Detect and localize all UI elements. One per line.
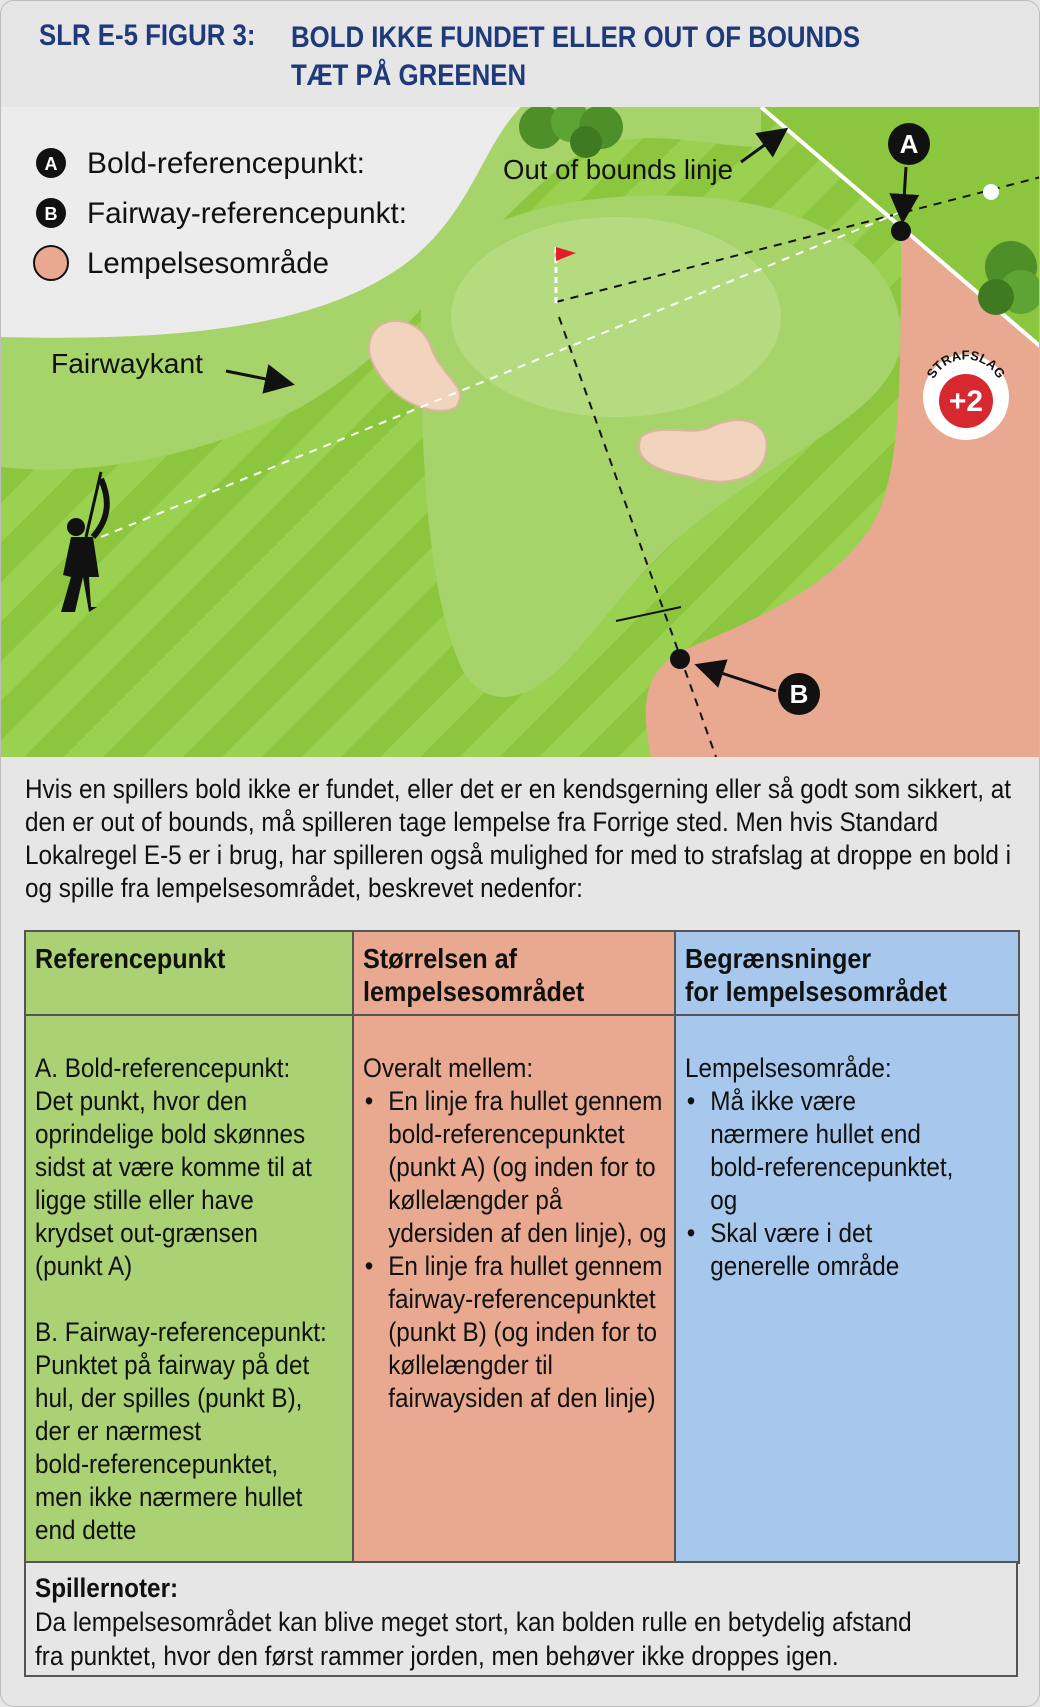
cell-begraensninger: Lempelsesområde: Må ikke være nærmere hu… bbox=[674, 1014, 1020, 1564]
figure-header: SLR E-5 FIGUR 3: BOLD IKKE FUNDET ELLER … bbox=[1, 1, 1039, 107]
col1-b-line: der er nærmest bbox=[35, 1416, 202, 1446]
legend-label-b: Fairway-referencepunkt: bbox=[87, 197, 407, 230]
col2-b1-line: ydersiden af den linje), og bbox=[388, 1218, 667, 1248]
tree-right bbox=[978, 241, 1039, 315]
col2-b2-line: køllelængder til bbox=[388, 1350, 553, 1380]
flag-icon bbox=[556, 247, 576, 261]
penalty-badge: +2 STRAFSLAG bbox=[923, 347, 1009, 440]
point-b-dot bbox=[670, 649, 690, 669]
col2-bullet-1: En linje fra hullet gennem bold-referenc… bbox=[363, 1085, 694, 1250]
oob-label-arrow bbox=[740, 127, 789, 164]
header-begraensninger: Begrænsninger for lempelsesområdet bbox=[674, 930, 1020, 1016]
point-b-marker bbox=[778, 673, 820, 715]
legend-marker-a bbox=[36, 148, 66, 178]
col1-b-line: hul, der spilles (punkt B), bbox=[35, 1383, 303, 1413]
notes-title: Spillernoter: bbox=[35, 1573, 179, 1603]
intro-paragraph: Hvis en spillers bold ikke er fundet, el… bbox=[25, 773, 1015, 905]
col3-b1-line: bold-referencepunktet, bbox=[710, 1152, 954, 1182]
col2-bullet-2: En linje fra hullet gennem fairway-refer… bbox=[363, 1250, 694, 1415]
col1-a-line: krydset out-grænsen bbox=[35, 1218, 258, 1248]
col3-bullet-2: Skal være i det generelle område bbox=[685, 1217, 1039, 1283]
club-length-marks bbox=[615, 606, 682, 622]
point-b-label: B bbox=[790, 679, 809, 709]
course-illustration: A B Out of bounds linje Fairwaykant +2 S… bbox=[1, 107, 1039, 757]
col2-intro: Overalt mellem: bbox=[363, 1053, 534, 1083]
player-notes: Spillernoter: Da lempelsesområdet kan bl… bbox=[24, 1561, 1018, 1677]
col3-b1-line: nærmere hullet end bbox=[710, 1119, 921, 1149]
tree-top bbox=[519, 107, 623, 158]
col2-b2-line: fairway-referencepunktet bbox=[388, 1284, 656, 1314]
legend-marker-b bbox=[36, 198, 66, 228]
header-3-line1: Begrænsninger bbox=[685, 943, 872, 974]
header-stoerrelse: Størrelsen af lempelsesområdet bbox=[352, 930, 676, 1016]
legend: A Bold-referencepunkt: B Fairway-referen… bbox=[33, 147, 407, 281]
legend-label-a: Bold-referencepunkt: bbox=[87, 147, 365, 180]
figure-title-line2: TÆT PÅ GREENEN bbox=[291, 59, 527, 92]
col1-b-line: men ikke nærmere hullet bbox=[35, 1482, 303, 1512]
col3-intro: Lempelsesområde: bbox=[685, 1053, 892, 1083]
notes-line1: Da lempelsesområdet kan blive meget stor… bbox=[35, 1607, 912, 1637]
col1-a-line: sidst at være komme til at bbox=[35, 1152, 312, 1182]
cell-stoerrelse: Overalt mellem: En linje fra hullet genn… bbox=[352, 1014, 676, 1564]
legend-swatch-relief bbox=[33, 245, 69, 281]
rules-table: Referencepunkt Størrelsen af lempelsesom… bbox=[24, 930, 1020, 1564]
col2-b2-line: En linje fra hullet gennem bbox=[388, 1251, 663, 1281]
col2-b1-line: En linje fra hullet gennem bbox=[388, 1086, 663, 1116]
col3-b2-line: generelle område bbox=[710, 1251, 900, 1281]
figure-title: BOLD IKKE FUNDET ELLER OUT OF BOUNDS TÆT… bbox=[291, 19, 876, 95]
col3-b1-line: Må ikke være bbox=[710, 1086, 857, 1116]
table-header-row: Referencepunkt Størrelsen af lempelsesom… bbox=[24, 930, 1020, 1016]
point-b-arrow bbox=[694, 659, 777, 693]
col3-bullet-1: Må ikke være nærmere hullet end bold-ref… bbox=[685, 1085, 1039, 1217]
fairway-edge-arrow bbox=[225, 364, 295, 394]
relief-area bbox=[645, 107, 1039, 757]
col2-b2-line: fairwaysiden af den linje) bbox=[388, 1383, 656, 1413]
fairway-edge-label: Fairwaykant bbox=[51, 348, 203, 379]
header-2-line2: lempelsesområdet bbox=[363, 976, 585, 1007]
ball-icon bbox=[983, 184, 999, 200]
figure-label: SLR E-5 FIGUR 3: bbox=[39, 19, 256, 52]
intro-text: Hvis en spillers bold ikke er fundet, el… bbox=[25, 774, 1012, 903]
figure-title-line1: BOLD IKKE FUNDET ELLER OUT OF BOUNDS bbox=[291, 21, 861, 54]
penalty-value: +2 bbox=[949, 385, 983, 418]
header-3-line2: for lempelsesområdet bbox=[685, 976, 947, 1007]
oob-line-label: Out of bounds linje bbox=[503, 154, 733, 185]
point-a-marker bbox=[888, 123, 930, 165]
col1-a-line: A. Bold-referencepunkt: bbox=[35, 1053, 291, 1083]
col2-b2-line: (punkt B) (og inden for to bbox=[388, 1317, 658, 1347]
col3-b1-line: og bbox=[710, 1185, 738, 1215]
putting-green bbox=[451, 217, 781, 417]
legend-marker-b-text: B bbox=[45, 204, 58, 224]
col1-b-line: bold-referencepunktet, bbox=[35, 1449, 279, 1479]
legend-label-relief: Lempelsesområde bbox=[87, 247, 329, 280]
col2-b1-line: (punkt A) (og inden for to bbox=[388, 1152, 656, 1182]
table-body-row: A. Bold-referencepunkt: Det punkt, hvor … bbox=[24, 1014, 1020, 1564]
out-of-bounds-area bbox=[1, 107, 521, 338]
legend-marker-a-text: A bbox=[45, 154, 58, 174]
bunker-right bbox=[638, 419, 768, 483]
col2-b1-line: bold-referencepunktet bbox=[388, 1119, 625, 1149]
point-a-arrow bbox=[889, 166, 920, 224]
col1-a-line: (punkt A) bbox=[35, 1251, 133, 1281]
cell-referencepunkt: A. Bold-referencepunkt: Det punkt, hvor … bbox=[24, 1014, 354, 1564]
bunker-left bbox=[368, 320, 462, 412]
col1-a-line: Det punkt, hvor den bbox=[35, 1086, 248, 1116]
header-2-line1: Størrelsen af bbox=[363, 943, 518, 974]
col2-b1-line: køllelængder på bbox=[388, 1185, 563, 1215]
col1-b-line: Punktet på fairway på det bbox=[35, 1350, 310, 1380]
golfer-icon bbox=[61, 471, 110, 612]
header-referencepunkt: Referencepunkt bbox=[24, 930, 354, 1016]
col1-a-line: oprindelige bold skønnes bbox=[35, 1119, 306, 1149]
col1-b-line: end dette bbox=[35, 1515, 137, 1545]
point-a-label: A bbox=[900, 129, 919, 159]
point-a-dot bbox=[891, 221, 911, 241]
col1-b-line: B. Fairway-referencepunkt: bbox=[35, 1317, 327, 1347]
col3-b2-line: Skal være i det bbox=[710, 1218, 873, 1248]
line-hole-to-b bbox=[558, 316, 717, 757]
header-1-line1: Referencepunkt bbox=[35, 943, 226, 974]
notes-line2: fra punktet, hvor den først rammer jorde… bbox=[35, 1641, 839, 1671]
col1-a-line: ligge stille eller have bbox=[35, 1185, 254, 1215]
